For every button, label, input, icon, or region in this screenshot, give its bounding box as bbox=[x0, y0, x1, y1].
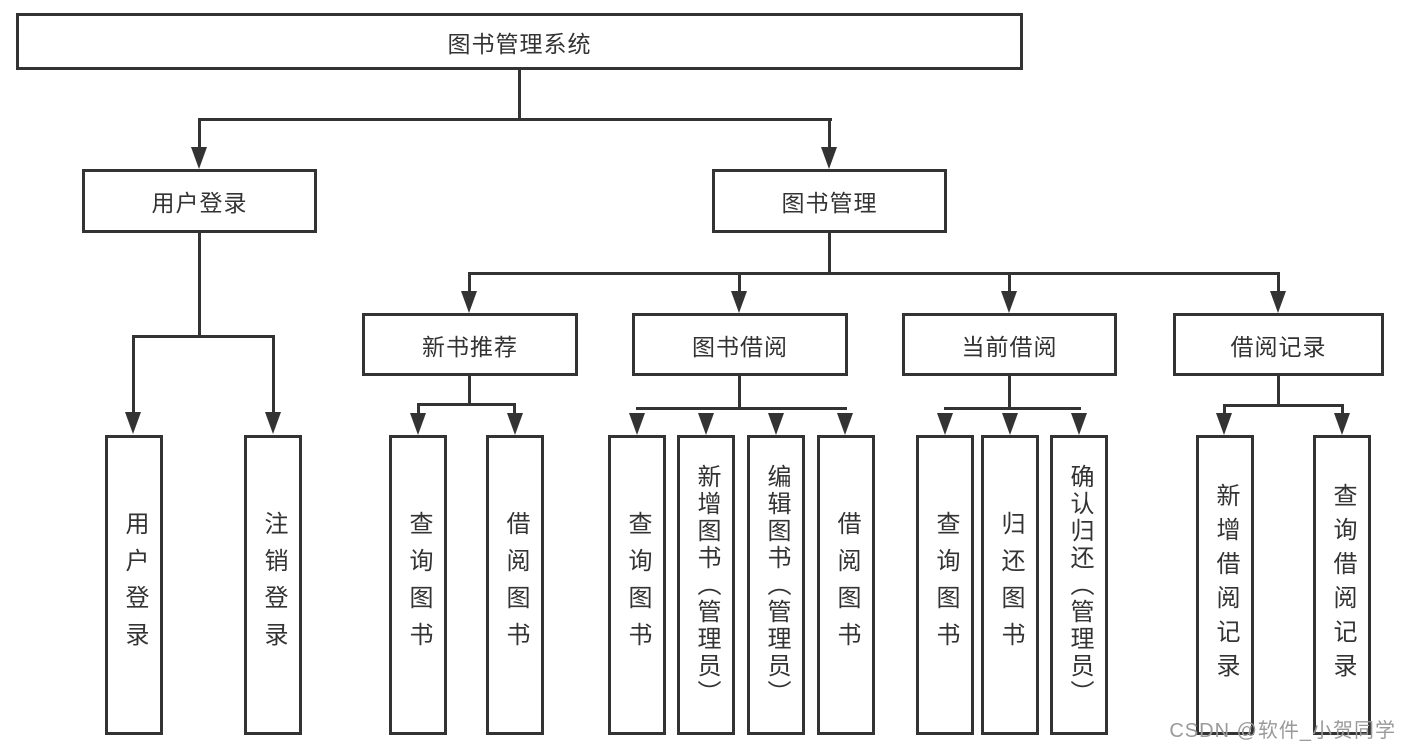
node-new-book-recommend-label: 新书推荐 bbox=[422, 333, 518, 360]
node-borrow-records-label: 借阅记录 bbox=[1230, 333, 1327, 360]
arrow-down-icon bbox=[125, 412, 141, 434]
connector-user-login-stem bbox=[198, 233, 201, 337]
connector-leaf-drop bbox=[1223, 404, 1226, 415]
node-root-label: 图书管理系统 bbox=[447, 30, 592, 57]
connector-level3-drop bbox=[738, 272, 741, 293]
connector-cb-bus bbox=[944, 407, 1081, 410]
leaf-user-login-label: 用户登录 bbox=[121, 511, 148, 659]
arrow-down-icon bbox=[1334, 413, 1350, 435]
node-user-login: 用户登录 bbox=[82, 169, 317, 233]
arrow-down-icon bbox=[1071, 413, 1087, 435]
watermark: CSDN @软件_小贺同学 bbox=[1169, 720, 1396, 742]
connector-nbr-bus bbox=[417, 403, 516, 406]
node-current-borrow-label: 当前借阅 bbox=[961, 333, 1058, 360]
leaf-br-query-record-label: 查询借阅记录 bbox=[1329, 483, 1356, 687]
node-book-borrow: 图书借阅 bbox=[632, 313, 848, 376]
leaf-bb-edit-books-admin-label: 编辑图书（管理员） bbox=[763, 463, 790, 707]
connector-nbr-stem bbox=[468, 376, 471, 405]
node-book-management-label: 图书管理 bbox=[781, 190, 878, 216]
arrow-down-icon bbox=[191, 147, 207, 169]
node-user-login-label: 用户登录 bbox=[151, 190, 248, 216]
leaf-user-login: 用户登录 bbox=[105, 435, 163, 735]
arrow-down-icon bbox=[410, 413, 426, 435]
connector-book-management-drop bbox=[828, 118, 831, 149]
arrow-down-icon bbox=[768, 413, 784, 435]
leaf-bb-borrow-books: 借阅图书 bbox=[817, 435, 875, 735]
arrow-down-icon bbox=[821, 147, 837, 169]
leaf-nbr-query-books-label: 查询图书 bbox=[405, 511, 432, 659]
node-borrow-records: 借阅记录 bbox=[1173, 313, 1384, 376]
connector-br-bus bbox=[1223, 404, 1344, 407]
node-book-management: 图书管理 bbox=[712, 169, 947, 233]
leaf-bb-add-books-admin-label: 新增图书（管理员） bbox=[693, 463, 720, 707]
leaf-bb-edit-books-admin: 编辑图书（管理员） bbox=[747, 435, 805, 735]
leaf-bb-query-books: 查询图书 bbox=[608, 435, 666, 735]
connector-level3-drop bbox=[1008, 272, 1011, 293]
arrow-down-icon bbox=[265, 412, 281, 434]
leaf-nbr-borrow-books-label: 借阅图书 bbox=[502, 511, 529, 659]
leaf-bb-borrow-books-label: 借阅图书 bbox=[833, 511, 860, 659]
leaf-logout: 注销登录 bbox=[244, 435, 302, 735]
connector-level3-drop bbox=[468, 272, 471, 293]
leaf-cb-return-books-label: 归还图书 bbox=[997, 511, 1024, 659]
connector-leaf-drop bbox=[513, 403, 516, 415]
leaf-logout-label: 注销登录 bbox=[260, 511, 287, 659]
connector-root-stem bbox=[518, 69, 521, 120]
node-book-borrow-label: 图书借阅 bbox=[692, 333, 788, 360]
leaf-br-add-record-label: 新增借阅记录 bbox=[1212, 483, 1239, 687]
leaf-bb-add-books-admin: 新增图书（管理员） bbox=[677, 435, 735, 735]
node-root: 图书管理系统 bbox=[16, 13, 1023, 70]
leaf-br-query-record: 查询借阅记录 bbox=[1313, 435, 1371, 735]
node-new-book-recommend: 新书推荐 bbox=[362, 313, 578, 376]
node-current-borrow: 当前借阅 bbox=[902, 313, 1117, 376]
arrow-down-icon bbox=[837, 413, 853, 435]
connector-br-stem bbox=[1277, 376, 1280, 406]
leaf-nbr-query-books: 查询图书 bbox=[389, 435, 447, 735]
leaf-cb-return-books: 归还图书 bbox=[981, 435, 1039, 735]
arrow-down-icon bbox=[937, 413, 953, 435]
connector-leaf-drop bbox=[417, 403, 420, 415]
connector-leaf-drop bbox=[272, 335, 275, 413]
arrow-down-icon bbox=[1216, 413, 1232, 435]
leaf-nbr-borrow-books: 借阅图书 bbox=[486, 435, 544, 735]
connector-leaf-drop bbox=[132, 335, 135, 413]
connector-user-login-drop bbox=[198, 118, 201, 149]
arrow-down-icon bbox=[1001, 291, 1017, 313]
arrow-down-icon bbox=[1002, 413, 1018, 435]
connector-bb-stem bbox=[738, 376, 741, 409]
arrow-down-icon bbox=[629, 413, 645, 435]
connector-leaf-drop bbox=[1341, 404, 1344, 415]
arrow-down-icon bbox=[507, 413, 523, 435]
leaf-bb-query-books-label: 查询图书 bbox=[624, 511, 651, 659]
connector-level3-bus bbox=[468, 272, 1280, 275]
connector-book-management-stem bbox=[828, 233, 831, 275]
connector-level3-drop bbox=[1277, 272, 1280, 293]
connector-user-login-bus bbox=[132, 335, 275, 338]
arrow-down-icon bbox=[461, 291, 477, 313]
connector-bb-bus bbox=[636, 407, 847, 410]
leaf-cb-query-books-label: 查询图书 bbox=[932, 511, 959, 659]
leaf-cb-confirm-return-admin: 确认归还（管理员） bbox=[1050, 435, 1108, 735]
connector-cb-stem bbox=[1008, 376, 1011, 409]
connector-level2-bus bbox=[198, 118, 832, 121]
arrow-down-icon bbox=[731, 291, 747, 313]
arrow-down-icon bbox=[698, 413, 714, 435]
leaf-br-add-record: 新增借阅记录 bbox=[1196, 435, 1254, 735]
arrow-down-icon bbox=[1270, 291, 1286, 313]
leaf-cb-confirm-return-admin-label: 确认归还（管理员） bbox=[1066, 463, 1093, 707]
leaf-cb-query-books: 查询图书 bbox=[916, 435, 974, 735]
